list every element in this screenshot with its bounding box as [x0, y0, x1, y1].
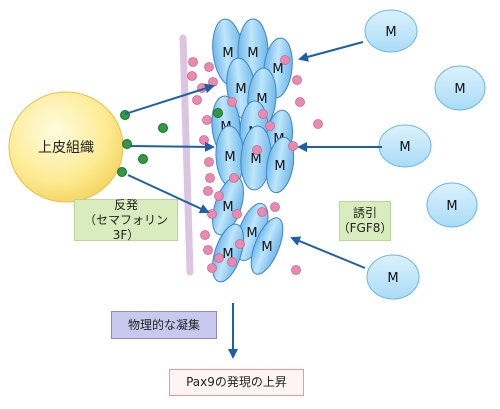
- pink-molecule: [295, 97, 305, 107]
- cell-label: M: [224, 150, 235, 165]
- pink-molecule: [203, 186, 213, 196]
- green-molecule: [117, 167, 127, 177]
- arrows: [124, 41, 382, 359]
- pink-molecule: [227, 257, 237, 267]
- cell-label: M: [446, 199, 457, 214]
- green-molecule: [213, 108, 223, 118]
- free-mesenchyme-cell: M: [434, 65, 486, 111]
- repulsion-label: 反発 （セマフォリン3F）: [74, 197, 178, 242]
- pink-molecule: [265, 121, 275, 131]
- pink-molecule: [203, 245, 213, 255]
- pink-molecule: [313, 119, 323, 129]
- pink-molecule: [192, 95, 202, 105]
- pink-molecule: [235, 239, 245, 249]
- induction-label: 誘引 （FGF8）: [337, 201, 393, 241]
- cell-label: M: [246, 226, 257, 241]
- induction-molecule: （FGF8）: [337, 221, 393, 235]
- mesenchyme-cell: M: [250, 217, 284, 275]
- semaphorin-molecules: [117, 108, 223, 177]
- pink-molecule: [199, 135, 209, 145]
- expression-text: Pax9の発現の上昇: [186, 375, 287, 389]
- pink-molecule: [204, 62, 214, 72]
- condensation-text: 物理的な凝集: [127, 317, 200, 332]
- repulsion-title: 反発: [113, 197, 138, 212]
- cell-label: M: [247, 46, 258, 61]
- free-mesenchyme: M M M M M: [364, 9, 486, 300]
- pax9-expression-label: Pax9の発現の上昇: [169, 369, 304, 396]
- free-mesenchyme-cell: M: [426, 182, 478, 228]
- cell-label: M: [250, 152, 261, 167]
- repulsion-molecule: （セマフォリン3F）: [83, 212, 168, 242]
- pink-molecule: [187, 71, 197, 81]
- epithelium-label: 上皮組織: [38, 140, 94, 156]
- pink-molecule: [280, 55, 290, 65]
- pink-molecule: [207, 263, 217, 273]
- arrow: [129, 141, 215, 152]
- pink-molecule: [204, 157, 214, 167]
- pink-molecule: [270, 202, 280, 212]
- pink-molecule: [252, 145, 262, 155]
- pink-molecule: [232, 209, 242, 219]
- cell-label: M: [387, 271, 398, 286]
- condensation-label: 物理的な凝集: [111, 311, 217, 339]
- cell-label: M: [256, 92, 267, 107]
- arrow: [127, 174, 210, 214]
- mesenchyme-cell: M: [265, 136, 295, 194]
- cell-label: M: [222, 46, 233, 61]
- cell-label: M: [261, 240, 272, 255]
- cell-label: M: [454, 82, 465, 97]
- free-mesenchyme-cell: M: [378, 124, 432, 168]
- cell-label: M: [222, 200, 233, 215]
- pink-molecule: [258, 109, 268, 119]
- pink-molecule: [200, 230, 210, 240]
- cell-label: M: [385, 25, 396, 40]
- free-mesenchyme-cell: M: [366, 254, 420, 300]
- cell-label: M: [399, 140, 410, 155]
- fgf8-molecules: [187, 55, 323, 275]
- pink-molecule: [227, 97, 237, 107]
- pink-molecule: [257, 207, 267, 217]
- green-molecule: [122, 139, 132, 149]
- pink-molecule: [202, 115, 212, 125]
- pink-molecule: [214, 191, 224, 201]
- boundary-band: [179, 34, 194, 276]
- green-molecule: [120, 110, 130, 120]
- pink-molecule: [208, 77, 218, 87]
- cell-label: M: [274, 159, 285, 174]
- pink-molecule: [207, 209, 217, 219]
- pink-molecule: [292, 75, 302, 85]
- pink-molecule: [188, 57, 198, 67]
- cell-label: M: [235, 82, 246, 97]
- pink-molecule: [288, 141, 298, 151]
- mesenchyme-cell: M: [212, 223, 244, 283]
- arrow: [290, 236, 366, 269]
- pink-molecule: [205, 173, 215, 183]
- green-molecule: [138, 154, 148, 164]
- arrow: [298, 41, 364, 62]
- induction-title: 誘引: [352, 206, 377, 220]
- cell-label: M: [222, 247, 233, 262]
- pink-molecule: [291, 265, 301, 275]
- free-mesenchyme-cell: M: [364, 9, 418, 53]
- green-molecule: [158, 123, 168, 133]
- cell-label: M: [272, 62, 283, 77]
- arrow: [124, 83, 215, 115]
- pink-molecule: [214, 253, 224, 263]
- pink-molecule: [229, 173, 239, 183]
